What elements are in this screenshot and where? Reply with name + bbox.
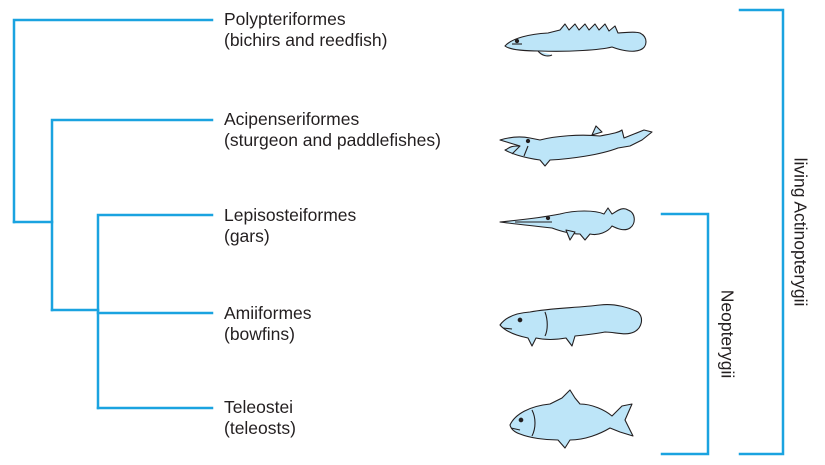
taxon-name: Amiiformes xyxy=(224,303,312,324)
taxon-common-name: (sturgeon and paddlefishes) xyxy=(224,130,441,151)
taxon-label-lepisosteiformes: Lepisosteiformes (gars) xyxy=(224,205,356,247)
taxon-name: Acipenseriformes xyxy=(224,109,441,130)
taxon-label-polypteriformes: Polypteriformes (bichirs and reedfish) xyxy=(224,9,387,51)
sturgeon-icon xyxy=(500,126,652,166)
taxon-common-name: (gars) xyxy=(224,226,356,247)
taxon-common-name: (bowfins) xyxy=(224,324,312,345)
taxon-name: Teleostei xyxy=(224,397,296,418)
neopterygii-label: Neopterygii xyxy=(717,290,738,379)
taxon-common-name: (bichirs and reedfish) xyxy=(224,30,387,51)
taxon-common-name: (teleosts) xyxy=(224,418,296,439)
taxon-label-teleostei: Teleostei (teleosts) xyxy=(224,397,296,439)
teleost-icon xyxy=(510,390,633,448)
actinopterygii-label: living Actinopterygii xyxy=(790,158,811,307)
bichir-icon xyxy=(505,24,646,56)
taxon-name: Lepisosteiformes xyxy=(224,205,356,226)
taxon-label-amiiformes: Amiiformes (bowfins) xyxy=(224,303,312,345)
bracket-actinopterygii xyxy=(740,10,783,454)
gar-icon xyxy=(500,208,634,240)
branch-lepisosteiformes xyxy=(98,215,212,408)
taxon-label-acipenseriformes: Acipenseriformes (sturgeon and paddlefis… xyxy=(224,109,441,151)
taxon-name: Polypteriformes xyxy=(224,9,387,30)
bracket-neopterygii xyxy=(662,214,708,454)
bowfin-icon xyxy=(500,305,641,346)
